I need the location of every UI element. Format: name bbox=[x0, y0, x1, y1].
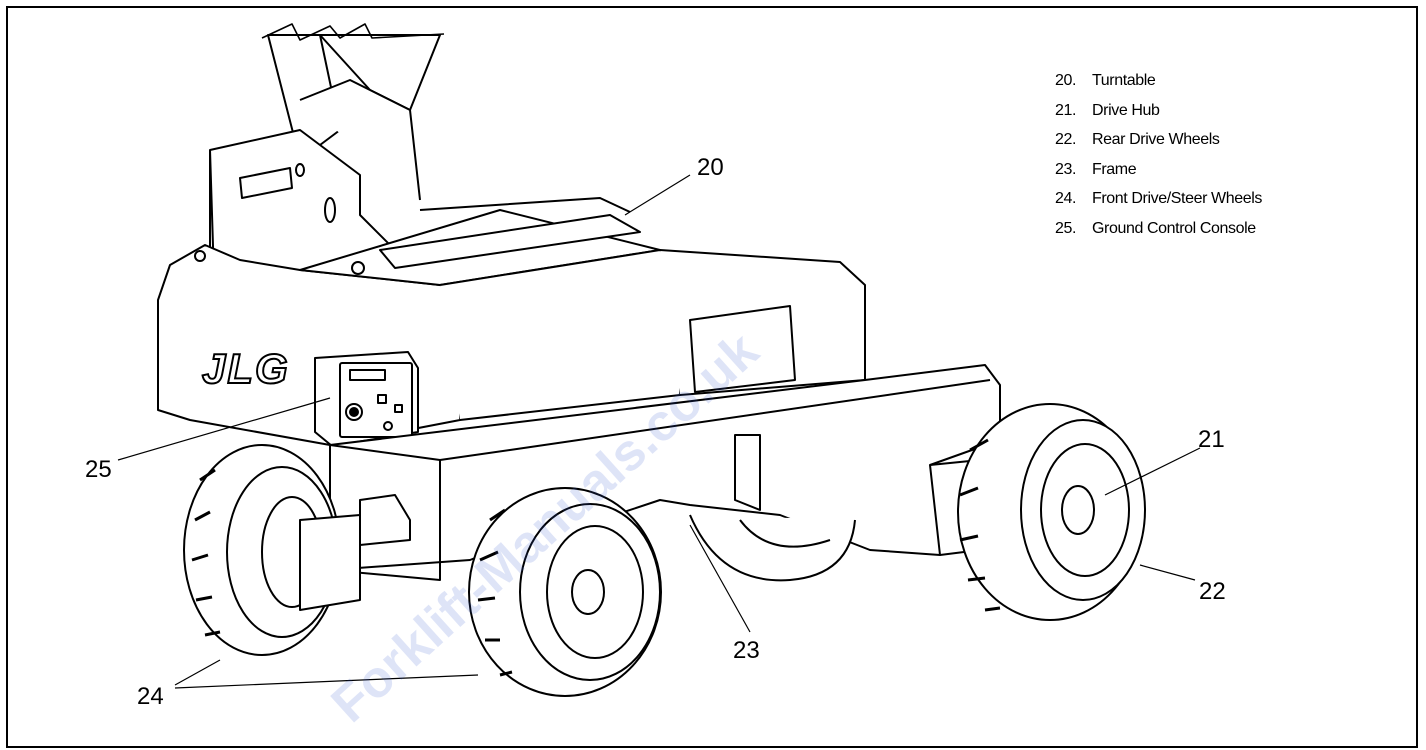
legend-item: 23. Frame bbox=[1055, 161, 1262, 191]
legend-number: 20. bbox=[1055, 72, 1077, 89]
jlg-logo: JLG bbox=[201, 344, 290, 393]
legend-label: Front Drive/Steer Wheels bbox=[1092, 190, 1263, 207]
callout-23: 23 bbox=[733, 637, 760, 664]
callout-22: 22 bbox=[1199, 578, 1226, 605]
rear-right-wheel bbox=[957, 403, 1146, 621]
callout-25: 25 bbox=[85, 456, 112, 483]
legend-item: 25. Ground Control Console bbox=[1055, 220, 1262, 250]
legend-label: Rear Drive Wheels bbox=[1092, 131, 1220, 148]
legend-number: 23. bbox=[1055, 160, 1077, 178]
legend-number: 21. bbox=[1055, 101, 1077, 119]
legend-item: 24. Front Drive/Steer Wheels bbox=[1055, 190, 1262, 220]
front-left-wheel bbox=[183, 444, 361, 656]
legend-label: Frame bbox=[1092, 160, 1137, 178]
legend-number: 22. bbox=[1055, 131, 1077, 148]
turntable bbox=[157, 197, 866, 446]
callout-20: 20 bbox=[697, 154, 724, 181]
legend-item: 21. Drive Hub bbox=[1055, 102, 1262, 132]
rear-inner-wheel bbox=[689, 514, 856, 582]
callout-24: 24 bbox=[137, 683, 164, 710]
legend-label: Drive Hub bbox=[1092, 101, 1160, 119]
callout-21: 21 bbox=[1198, 426, 1225, 453]
front-right-wheel bbox=[468, 487, 662, 697]
legend-number: 24. bbox=[1055, 190, 1077, 207]
leader-lines bbox=[117, 174, 1201, 689]
legend-label: Turntable bbox=[1092, 72, 1156, 89]
legend-label: Ground Control Console bbox=[1092, 219, 1256, 237]
legend-number: 25. bbox=[1055, 219, 1077, 237]
legend-item: 22. Rear Drive Wheels bbox=[1055, 131, 1262, 161]
legend-item: 20. Turntable bbox=[1055, 72, 1262, 102]
ground-control-console-art bbox=[314, 351, 419, 447]
legend-list: 20. Turntable 21. Drive Hub 22. Rear Drive … bbox=[1055, 72, 1262, 249]
